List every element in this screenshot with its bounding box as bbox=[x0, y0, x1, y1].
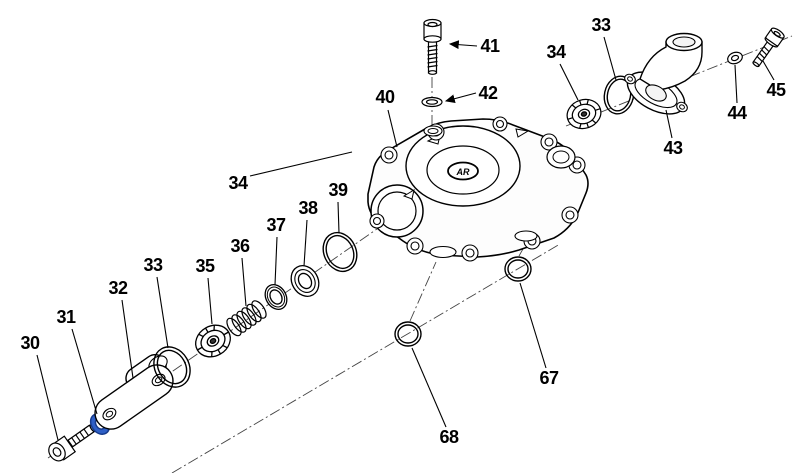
pump-manifold-40: AR bbox=[367, 116, 589, 262]
washer-42 bbox=[421, 96, 443, 108]
callout-38[interactable]: 38 bbox=[298, 198, 318, 218]
callout-30[interactable]: 30 bbox=[20, 333, 40, 353]
outlet-fitting-32 bbox=[94, 353, 174, 430]
callout-36[interactable]: 36 bbox=[230, 236, 250, 256]
callout-33-left[interactable]: 33 bbox=[143, 255, 163, 275]
callout-40[interactable]: 40 bbox=[375, 87, 395, 107]
flow-arrow-icon bbox=[402, 188, 415, 200]
callout-43[interactable]: 43 bbox=[663, 138, 683, 158]
callout-34-top[interactable]: 34 bbox=[546, 42, 566, 62]
bolt-41 bbox=[423, 18, 442, 75]
callout-35[interactable]: 35 bbox=[195, 256, 215, 276]
valve-kit-34-top bbox=[562, 94, 606, 134]
callout-31[interactable]: 31 bbox=[56, 307, 76, 327]
o-ring-39 bbox=[322, 231, 358, 273]
callout-32[interactable]: 32 bbox=[108, 278, 128, 298]
callout-39[interactable]: 39 bbox=[328, 180, 348, 200]
hex-socket-icon bbox=[427, 21, 438, 28]
washer-44 bbox=[727, 51, 743, 65]
ar-logo: AR bbox=[456, 167, 470, 177]
o-ring-68 bbox=[394, 321, 422, 347]
o-ring-33-left bbox=[153, 346, 191, 388]
callout-34-left[interactable]: 34 bbox=[228, 173, 248, 193]
washer-37 bbox=[264, 284, 288, 310]
hex-socket-icon bbox=[773, 30, 781, 37]
callout-44[interactable]: 44 bbox=[727, 103, 747, 123]
bolt-45 bbox=[752, 27, 785, 68]
o-ring-33-top bbox=[603, 75, 635, 115]
valve-kit-35 bbox=[189, 318, 237, 364]
leader-lines bbox=[36, 36, 775, 441]
spring-36 bbox=[226, 300, 267, 337]
seal-38 bbox=[290, 265, 320, 297]
callout-41[interactable]: 41 bbox=[480, 36, 500, 56]
callout-68[interactable]: 68 bbox=[439, 427, 459, 447]
callout-45[interactable]: 45 bbox=[766, 80, 786, 100]
callout-37[interactable]: 37 bbox=[266, 215, 286, 235]
callout-67[interactable]: 67 bbox=[539, 368, 559, 388]
elbow-fitting-43 bbox=[624, 32, 703, 115]
o-ring-67 bbox=[504, 256, 532, 282]
flow-arrow-icon bbox=[515, 128, 530, 138]
bolt-30 bbox=[48, 423, 97, 462]
logo-badge bbox=[447, 161, 479, 181]
callout-42[interactable]: 42 bbox=[478, 83, 498, 103]
callout-33-top[interactable]: 33 bbox=[591, 15, 611, 35]
hex-socket-icon bbox=[52, 447, 62, 457]
